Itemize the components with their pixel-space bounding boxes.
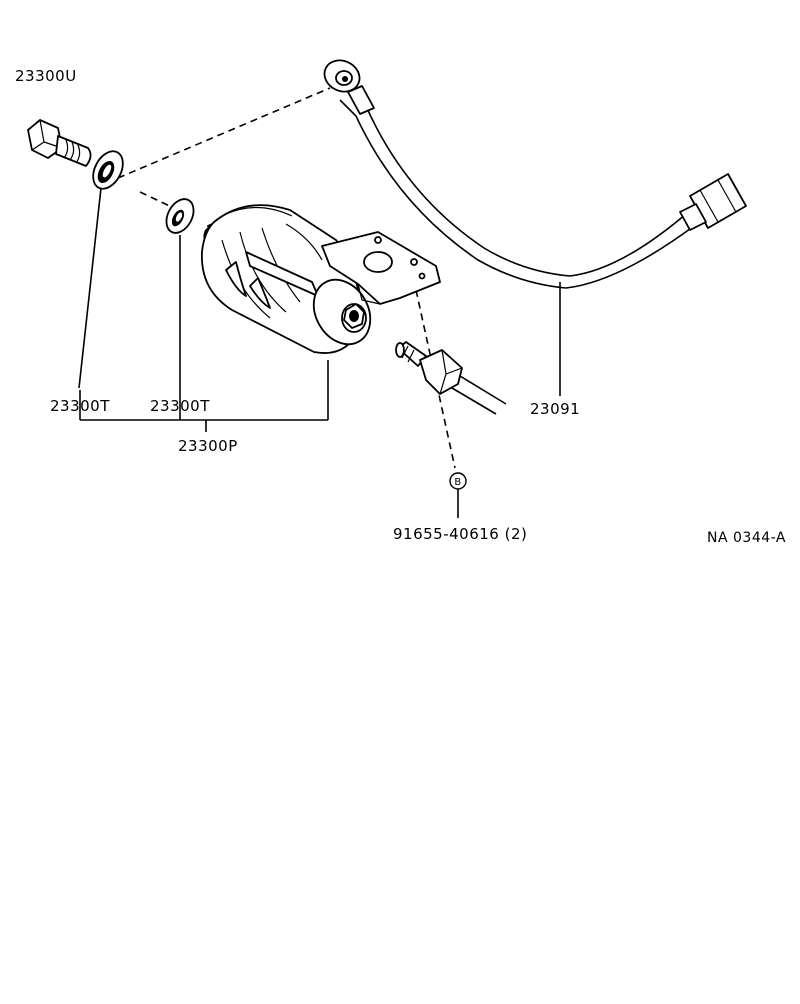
assembly-dashed-lines (117, 87, 456, 469)
label-fuel-pipe: 23091 (530, 400, 580, 418)
gasket-right (165, 198, 195, 234)
label-gasket-left: 23300T (50, 397, 110, 415)
label-bolt-23300u: 23300U (15, 67, 77, 85)
label-bracket-bolt: 91655-40616 (2) (393, 525, 527, 543)
label-filter-assembly: 23300P (178, 437, 238, 455)
leader-lines (78, 187, 561, 518)
bolt-marker-b: B (449, 472, 467, 490)
fuel-pipe-23091 (323, 59, 747, 289)
figure-code: NA 0344-A (707, 530, 786, 546)
label-gasket-right: 23300T (150, 397, 210, 415)
gasket-left (92, 150, 124, 190)
fuel-filter-body (201, 204, 372, 354)
bolt-marker-label: B (454, 477, 461, 488)
bracket-bolt-91655 (395, 341, 507, 415)
mounting-bracket (321, 231, 441, 305)
bolt-23300u (27, 119, 92, 167)
